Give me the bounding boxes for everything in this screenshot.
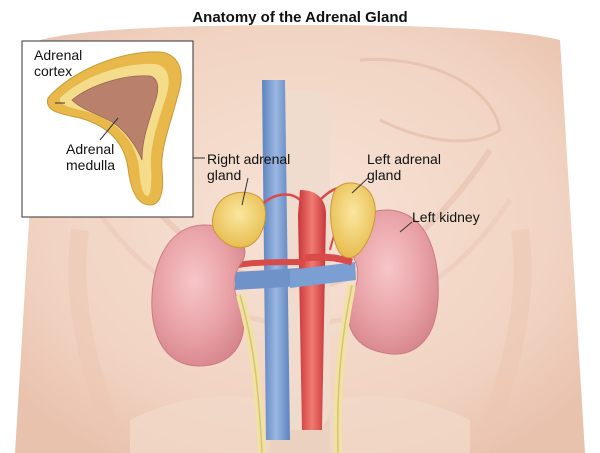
left-ureter-edge [336,284,353,453]
label-adrenal-cortex-line2: cortex [34,63,73,79]
label-adrenal-medulla: Adrenal medulla [66,141,115,173]
inset-panel [21,40,194,218]
right-renal-vein [235,268,300,290]
leader-left-adrenal [351,177,369,194]
leader-left-kidney [399,221,413,233]
label-left-adrenal-line1: Left adrenal [367,151,441,167]
left-adrenal-gland [330,182,376,259]
label-right-adrenal-line2: gland [207,167,242,183]
label-left-adrenal-gland: Left adrenal gland [367,151,441,183]
flank-muscle-right [471,228,532,453]
right-adrenal-gland [211,191,266,249]
right-kidney [151,224,246,367]
label-adrenal-cortex: Adrenal cortex [34,47,82,79]
label-right-adrenal-gland: Right adrenal gland [207,151,290,183]
aorta [298,190,326,430]
label-adrenal-medulla-line1: Adrenal [66,141,115,157]
label-adrenal-cortex-line1: Adrenal [34,47,83,63]
label-left-kidney: Left kidney [412,209,480,225]
leader-right-adrenal [241,177,249,206]
left-renal-vein [290,262,356,288]
label-adrenal-medulla-line2: medulla [66,157,116,173]
label-left-adrenal-line2: gland [367,167,402,183]
right-renal-artery [237,259,306,268]
left-renal-artery [304,253,353,266]
label-right-adrenal-line1: Right adrenal [207,151,291,167]
chest-contour [359,57,502,143]
inset-gland-medulla [71,75,159,161]
leader-medulla [99,117,119,141]
right-ureter-edge [239,294,263,453]
adrenal-artery-right [261,193,301,206]
diagram-title: Anatomy of the Adrenal Gland [192,9,408,26]
flank-muscle-left [68,228,129,453]
